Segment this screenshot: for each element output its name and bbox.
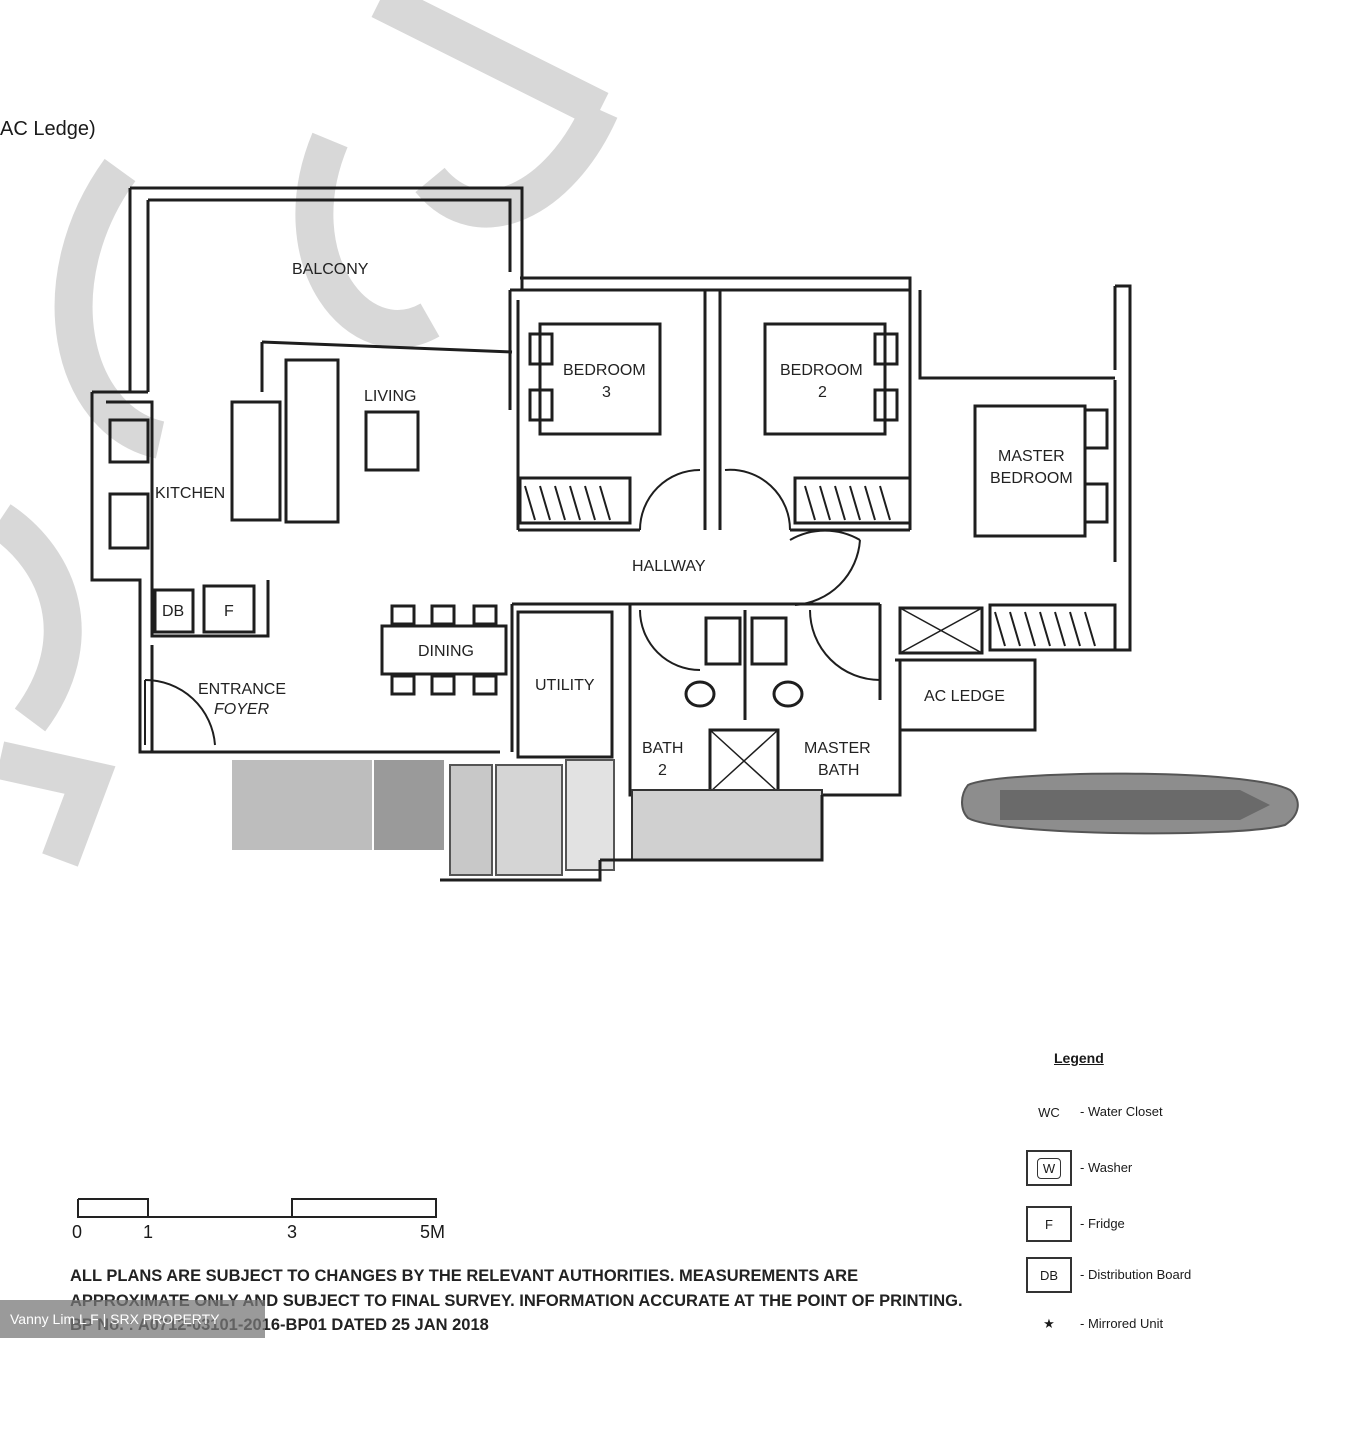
label-kitchen: KITCHEN — [155, 485, 225, 502]
label-bedroom2-line1: BEDROOM — [780, 362, 863, 379]
label-ac-ledge: AC LEDGE — [924, 688, 1005, 705]
label-db: DB — [162, 603, 184, 620]
legend-item: WC - Water Closet — [1026, 1094, 1326, 1130]
legend-desc: - Water Closet — [1080, 1104, 1163, 1119]
watermark — [0, 0, 618, 867]
scale-label-5m: 5M — [420, 1222, 446, 1242]
floor-plan: BALCONY LIVING KITCHEN DB F DINING ENTRA… — [0, 0, 1299, 882]
distribution-board-icon: DB — [1026, 1257, 1072, 1293]
legend-item: ★ - Mirrored Unit — [1026, 1306, 1326, 1342]
label-bath2-line1: BATH — [642, 740, 683, 757]
fridge-icon: F — [1026, 1206, 1072, 1242]
legend-key-w: W — [1036, 1157, 1062, 1179]
legend-desc: - Washer — [1080, 1160, 1133, 1175]
disclaimer-line-2: APPROXIMATE ONLY AND SUBJECT TO FINAL SU… — [70, 1291, 963, 1310]
label-balcony: BALCONY — [292, 261, 369, 278]
label-living: LIVING — [364, 388, 416, 405]
washer-icon: W — [1026, 1150, 1072, 1186]
label-master-line2: BEDROOM — [990, 470, 1073, 487]
legend-desc: - Distribution Board — [1080, 1267, 1192, 1282]
scale-bar — [77, 1198, 437, 1218]
disclaimer-line-1: ALL PLANS ARE SUBJECT TO CHANGES BY THE … — [70, 1267, 859, 1285]
disclaimer: ALL PLANS ARE SUBJECT TO CHANGES BY THE … — [70, 1264, 963, 1338]
legend-title: Legend — [1054, 1050, 1104, 1066]
scale-label-1: 1 — [143, 1222, 154, 1242]
car-icon — [961, 772, 1299, 835]
credit-overlay: Vanny Lim L F | SRX PROPERTY — [0, 1300, 265, 1338]
legend-desc: - Fridge — [1080, 1216, 1125, 1231]
legend-item: DB - Distribution Board — [1026, 1257, 1326, 1293]
scale-label-3: 3 — [287, 1222, 298, 1242]
label-entrance: ENTRANCE — [198, 681, 286, 698]
scale-label-0: 0 — [72, 1222, 83, 1242]
legend-key-wc: WC — [1038, 1104, 1060, 1120]
lower-furniture-strip — [232, 759, 824, 882]
label-dining: DINING — [418, 643, 474, 660]
legend-desc: - Mirrored Unit — [1080, 1316, 1164, 1331]
label-bedroom3-line1: BEDROOM — [563, 362, 646, 379]
label-utility: UTILITY — [535, 677, 595, 694]
label-hallway: HALLWAY — [632, 558, 706, 575]
label-masterbath-line2: BATH — [818, 762, 859, 779]
legend-item: W - Washer — [1026, 1150, 1326, 1186]
mirrored-unit-icon: ★ — [1043, 1316, 1055, 1331]
header-note: AC Ledge) — [0, 118, 96, 140]
label-bedroom3-line2: 3 — [602, 384, 611, 401]
label-fridge: F — [224, 603, 234, 620]
label-masterbath-line1: MASTER — [804, 740, 871, 757]
label-foyer: FOYER — [214, 701, 270, 718]
label-bath2-line2: 2 — [658, 762, 667, 779]
legend-item: F - Fridge — [1026, 1206, 1326, 1242]
label-bedroom2-line2: 2 — [818, 384, 827, 401]
label-master-line1: MASTER — [998, 448, 1065, 465]
